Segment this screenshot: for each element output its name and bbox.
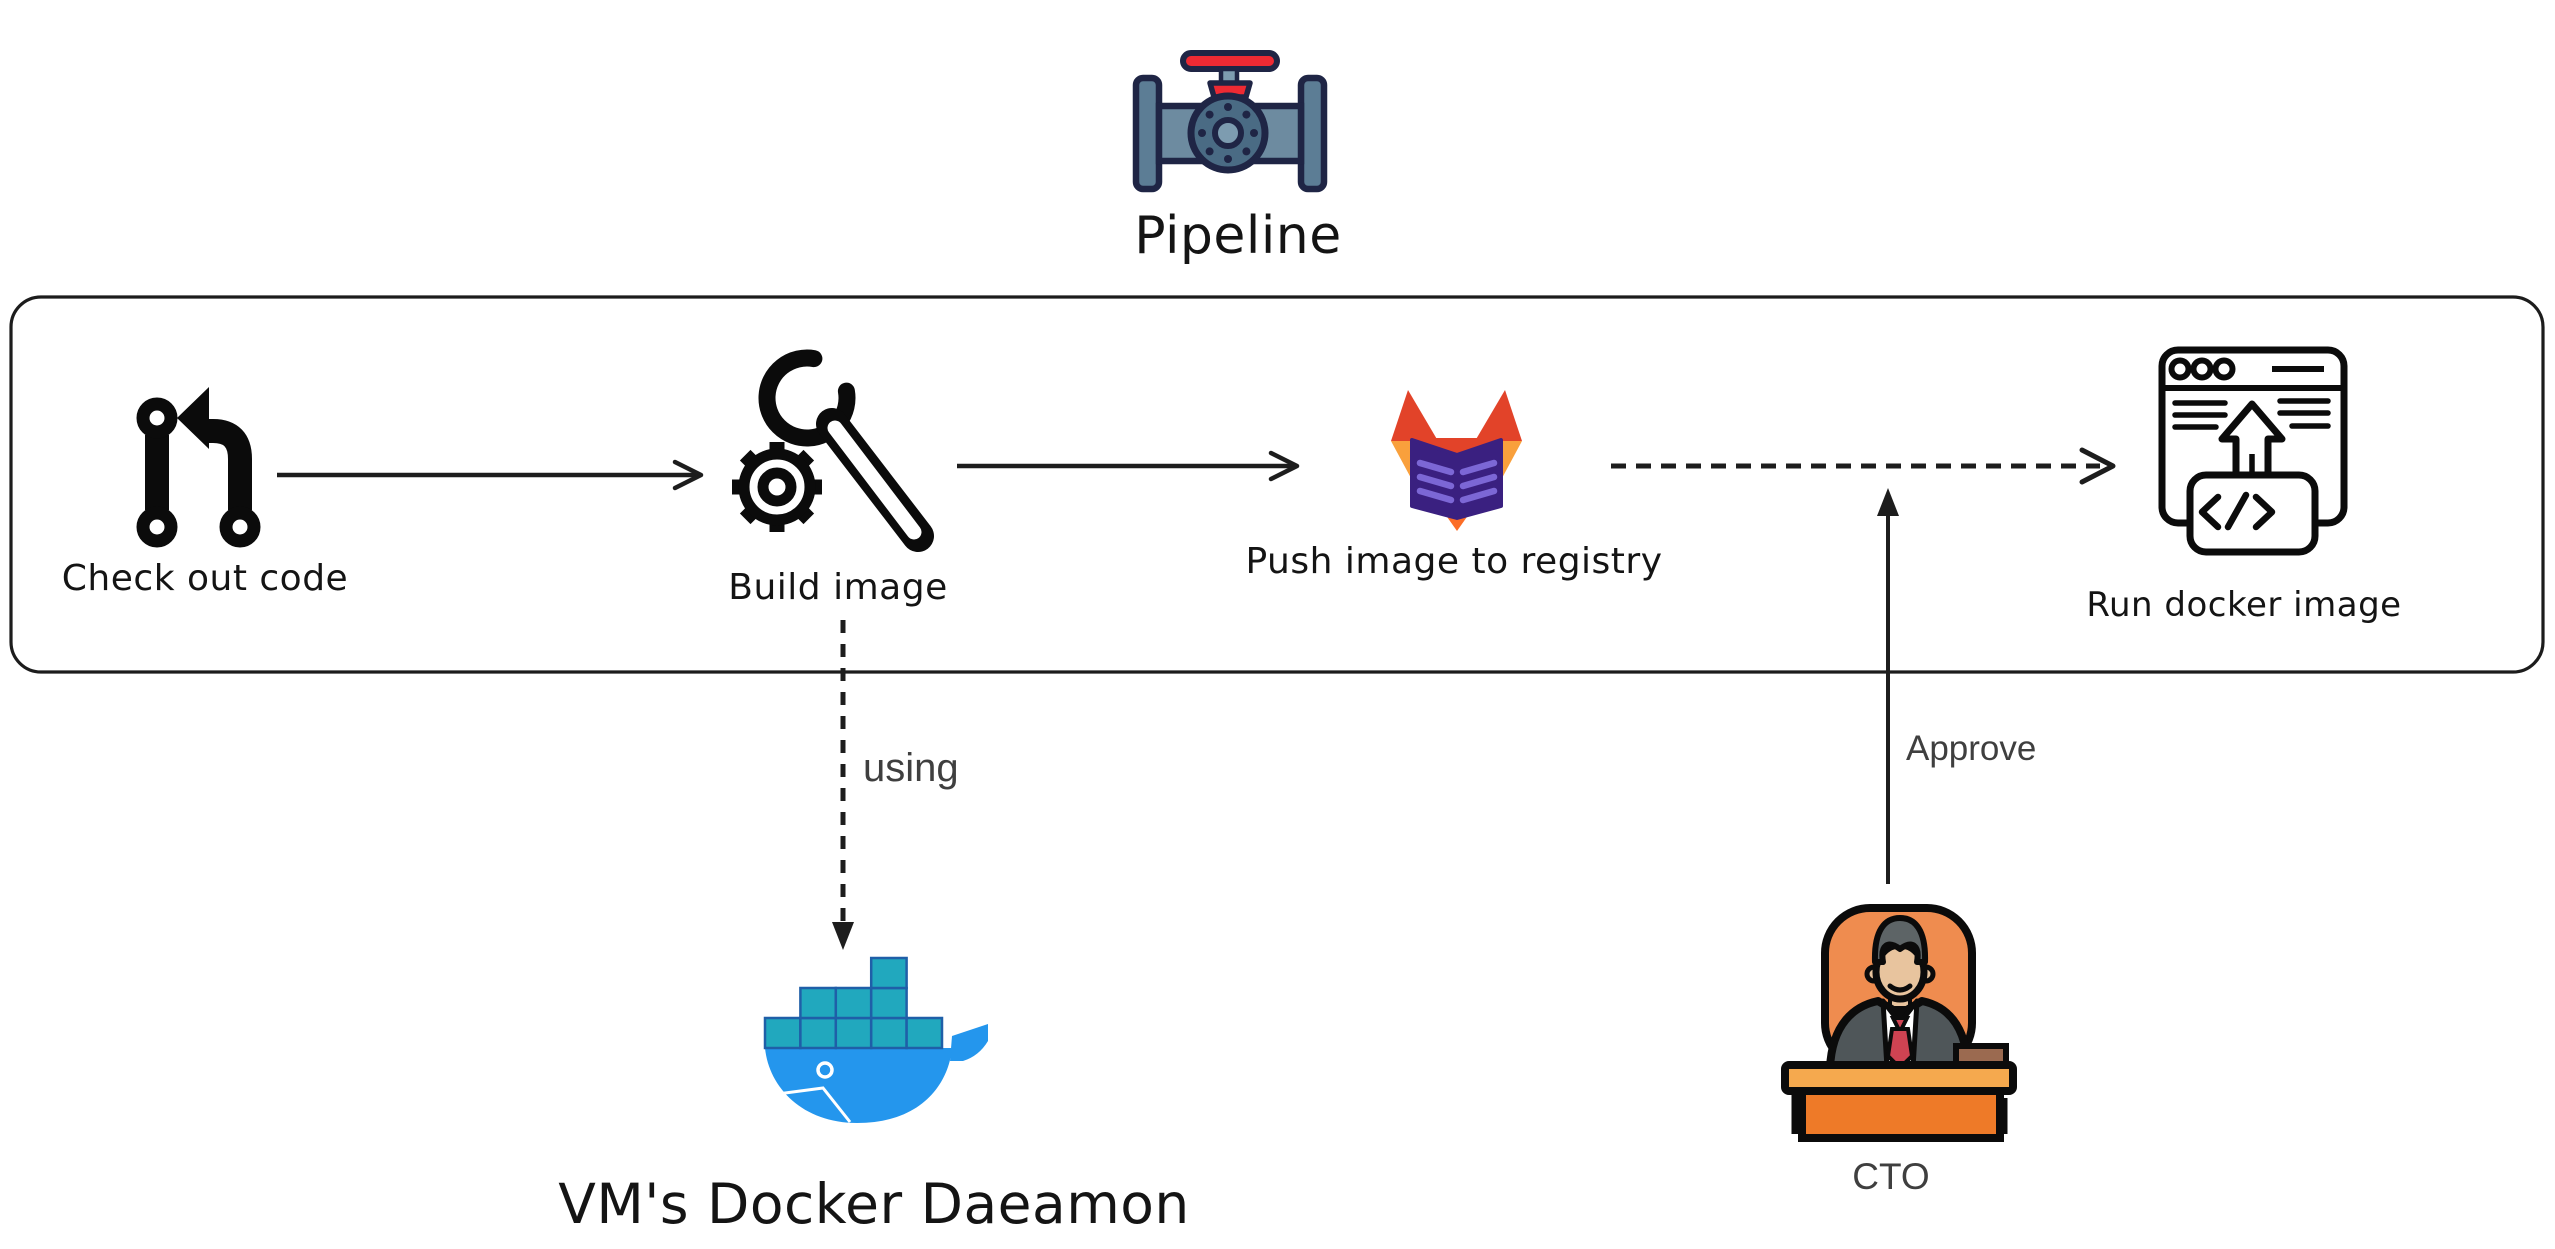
arrow-push-to-run-dashed <box>1611 447 2116 485</box>
pipeline-title: Pipeline <box>1134 206 1342 266</box>
wrench-gear-icon <box>732 349 934 552</box>
arrow-build-to-docker-dashed <box>832 620 854 950</box>
stage-label-push: Push image to registry <box>1245 541 1663 582</box>
arrow-build-to-push <box>957 450 1300 482</box>
arrow-checkout-to-build <box>277 459 704 491</box>
docker-daemon-label: VM's Docker Daeamon <box>558 1172 1190 1236</box>
stage-label-checkout: Check out code <box>61 558 349 599</box>
docker-whale-icon <box>763 956 988 1123</box>
run-docker-browser-icon <box>2158 346 2348 556</box>
cto-person-icon <box>1781 904 2017 1142</box>
cto-label: CTO <box>1852 1156 1930 1197</box>
pipeline-container-box <box>9 295 2545 674</box>
stage-label-build: Build image <box>728 567 948 608</box>
edge-label-approve: Approve <box>1906 729 2037 768</box>
arrow-cto-approve <box>1877 488 1899 884</box>
git-checkout-icon <box>136 387 261 548</box>
stage-label-run: Run docker image <box>2086 585 2402 625</box>
edge-label-using: using <box>863 746 959 790</box>
pipe-valve-icon <box>1132 50 1328 193</box>
gitlab-icon <box>1391 390 1522 531</box>
